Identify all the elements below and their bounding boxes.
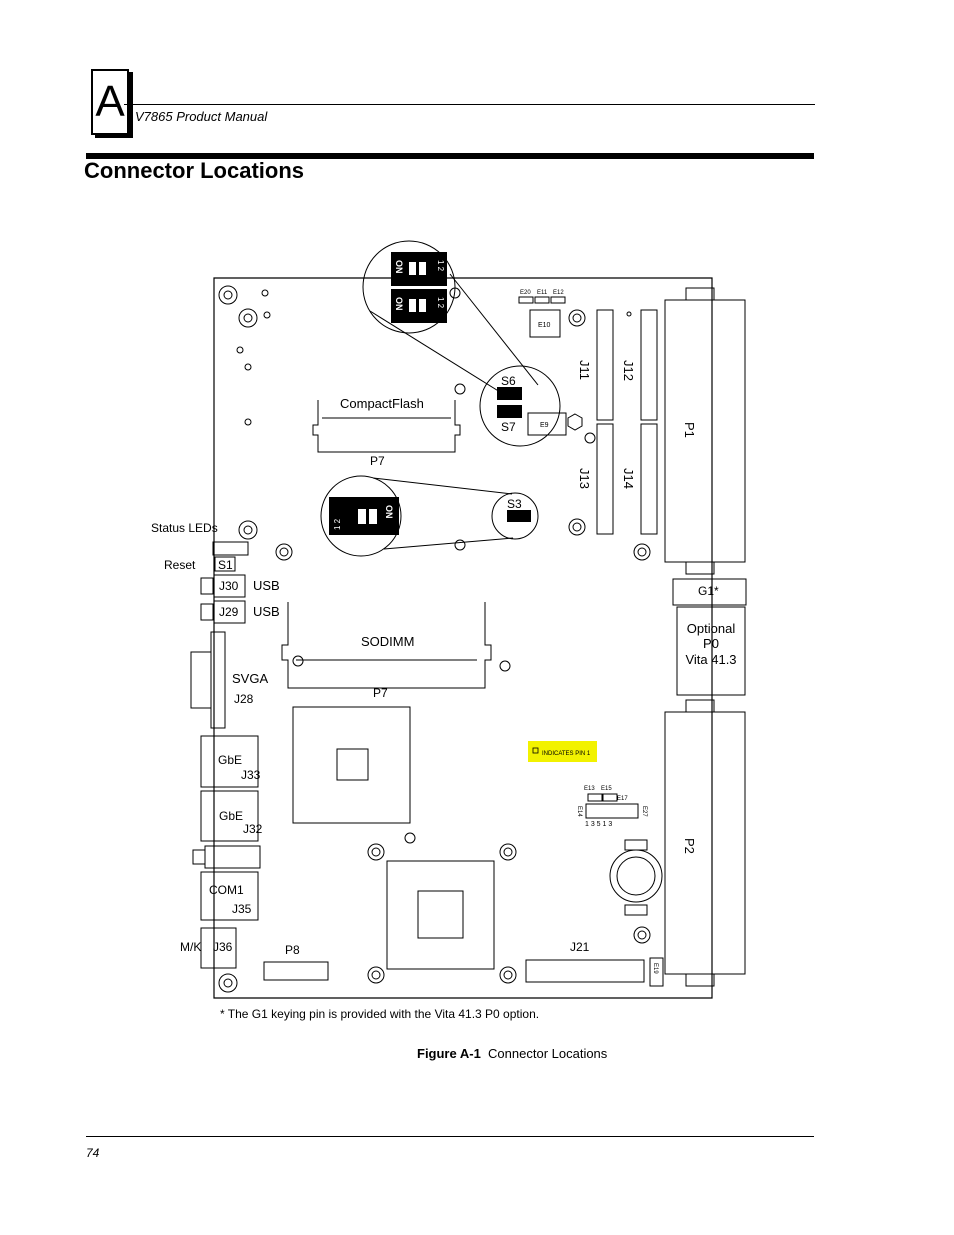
e11-label: E11 xyxy=(537,290,548,296)
gbe2-label: GbE xyxy=(219,809,243,823)
figure-caption-label: Figure A-1 xyxy=(417,1046,481,1061)
p7-cf-label: P7 xyxy=(370,454,385,468)
j28-label: J28 xyxy=(234,692,254,706)
com1-label: COM1 xyxy=(209,883,244,897)
reset-label: Reset xyxy=(164,558,196,572)
j14-label: J14 xyxy=(621,468,636,489)
j36-label: J36 xyxy=(213,940,233,954)
footer-rule xyxy=(86,1136,814,1137)
s7-label: S7 xyxy=(501,420,516,434)
chapter-letter: A xyxy=(95,77,125,126)
pos-label-1: 1 2 xyxy=(436,260,445,272)
on-label-2: ON xyxy=(394,297,404,311)
e14-label: E14 xyxy=(576,806,582,817)
e12-label: E12 xyxy=(553,290,564,296)
chapter-tab xyxy=(91,69,129,135)
e10-label: E10 xyxy=(538,322,551,329)
on-label-1: ON xyxy=(394,260,404,274)
optional-label: Optional xyxy=(687,621,736,636)
section-title: Connector Locations xyxy=(84,158,305,183)
e20-label: E20 xyxy=(520,290,531,296)
compactflash-label: CompactFlash xyxy=(340,396,424,411)
s6-label: S6 xyxy=(501,374,516,388)
p7-sodimm-label: P7 xyxy=(373,686,388,700)
e27-label: E27 xyxy=(641,806,647,817)
manual-title: V7865 Product Manual xyxy=(135,109,268,124)
p1-label: P1 xyxy=(682,422,697,438)
p8-label: P8 xyxy=(285,943,300,957)
pos-label-2: 1 2 xyxy=(436,297,445,309)
j35-label: J35 xyxy=(232,902,252,916)
figure-caption-text: Connector Locations xyxy=(488,1046,608,1061)
j33-label: J33 xyxy=(241,768,261,782)
vita-label: Vita 41.3 xyxy=(685,652,736,667)
page-number: 74 xyxy=(86,1146,100,1160)
j11-label: J11 xyxy=(577,360,592,380)
section-rule xyxy=(86,153,814,159)
sodimm-label: SODIMM xyxy=(361,634,414,649)
mk-label: M/K xyxy=(180,940,201,954)
status-leds-label: Status LEDs xyxy=(151,521,218,535)
j32-label: J32 xyxy=(243,822,263,836)
j13-label: J13 xyxy=(577,468,592,489)
e17-label: E17 xyxy=(617,796,628,802)
j29-label: J29 xyxy=(219,605,239,619)
on-label-3: ON xyxy=(384,505,394,519)
p0-label: P0 xyxy=(703,636,719,651)
e13-label: E13 xyxy=(584,786,595,792)
pin-numbers-label: 1 3 5 1 3 xyxy=(585,821,612,828)
p2-label: P2 xyxy=(682,838,697,854)
indicates-pin1-label: INDICATES PIN 1 xyxy=(542,751,591,757)
g1-label: G1* xyxy=(698,584,719,598)
usb2-label: USB xyxy=(253,604,280,619)
e9-label: E9 xyxy=(540,422,549,429)
header-rule xyxy=(124,104,815,105)
s1-label: S1 xyxy=(218,558,233,572)
usb1-label: USB xyxy=(253,578,280,593)
pin1-highlight xyxy=(528,741,597,762)
figure-caption: Figure A-1 Connector Locations xyxy=(417,1046,607,1061)
pos-label-3: 1 2 xyxy=(333,518,342,530)
j21-label: J21 xyxy=(570,940,590,954)
s3-label: S3 xyxy=(507,497,522,511)
footnote: * The G1 keying pin is provided with the… xyxy=(220,1007,540,1021)
e15-label: E15 xyxy=(601,786,612,792)
e19-label: E19 xyxy=(652,963,658,974)
j12-label: J12 xyxy=(621,360,636,381)
svga-label: SVGA xyxy=(232,671,268,686)
gbe1-label: GbE xyxy=(218,753,242,767)
j30-label: J30 xyxy=(219,579,239,593)
